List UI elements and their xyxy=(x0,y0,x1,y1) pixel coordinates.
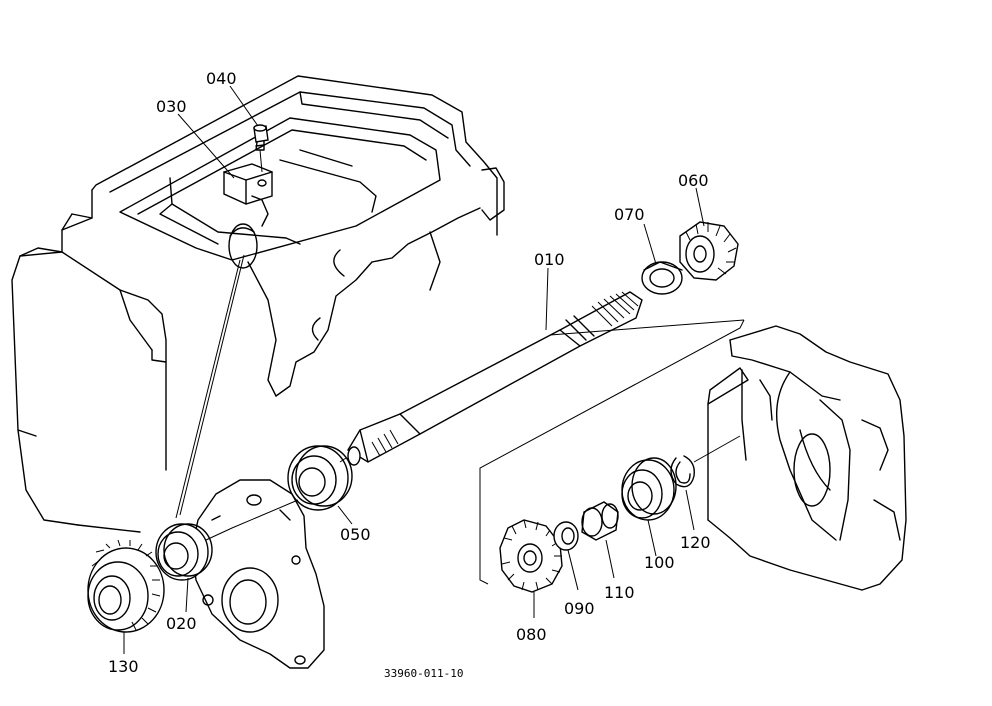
bracket-030 xyxy=(223,163,273,227)
main-shaft-010 xyxy=(347,291,643,466)
label-010: 010 xyxy=(534,250,565,269)
assembly-lines xyxy=(123,85,745,654)
part-labels: 010 020 030 040 050 060 070 080 090 100 … xyxy=(108,69,711,676)
label-120: 120 xyxy=(680,533,711,552)
thrust-washer-090 xyxy=(553,521,579,551)
reference-code: 33960-011-10 xyxy=(384,667,463,680)
rear-housing xyxy=(707,325,907,591)
collar-070 xyxy=(641,261,683,295)
label-130: 130 xyxy=(108,657,139,676)
front-cover-plate xyxy=(191,479,325,669)
label-070: 070 xyxy=(614,205,645,224)
transmission-case xyxy=(11,75,505,533)
drive-gear-130 xyxy=(87,539,165,633)
label-050: 050 xyxy=(340,525,371,544)
label-080: 080 xyxy=(516,625,547,644)
spur-gear-080 xyxy=(499,519,563,593)
label-060: 060 xyxy=(678,171,709,190)
snap-ring-120 xyxy=(670,455,695,488)
label-100: 100 xyxy=(644,553,675,572)
ball-bearing-050 xyxy=(287,445,353,511)
label-040: 040 xyxy=(206,69,237,88)
label-090: 090 xyxy=(564,599,595,618)
spacer-collar-110 xyxy=(581,501,619,541)
ball-bearing-020 xyxy=(155,523,213,581)
label-030: 030 xyxy=(156,97,187,116)
bevel-pinion-060 xyxy=(679,221,739,281)
label-110: 110 xyxy=(604,583,635,602)
bolt-040 xyxy=(253,124,269,151)
label-020: 020 xyxy=(166,614,197,633)
ball-bearing-100 xyxy=(621,457,677,521)
